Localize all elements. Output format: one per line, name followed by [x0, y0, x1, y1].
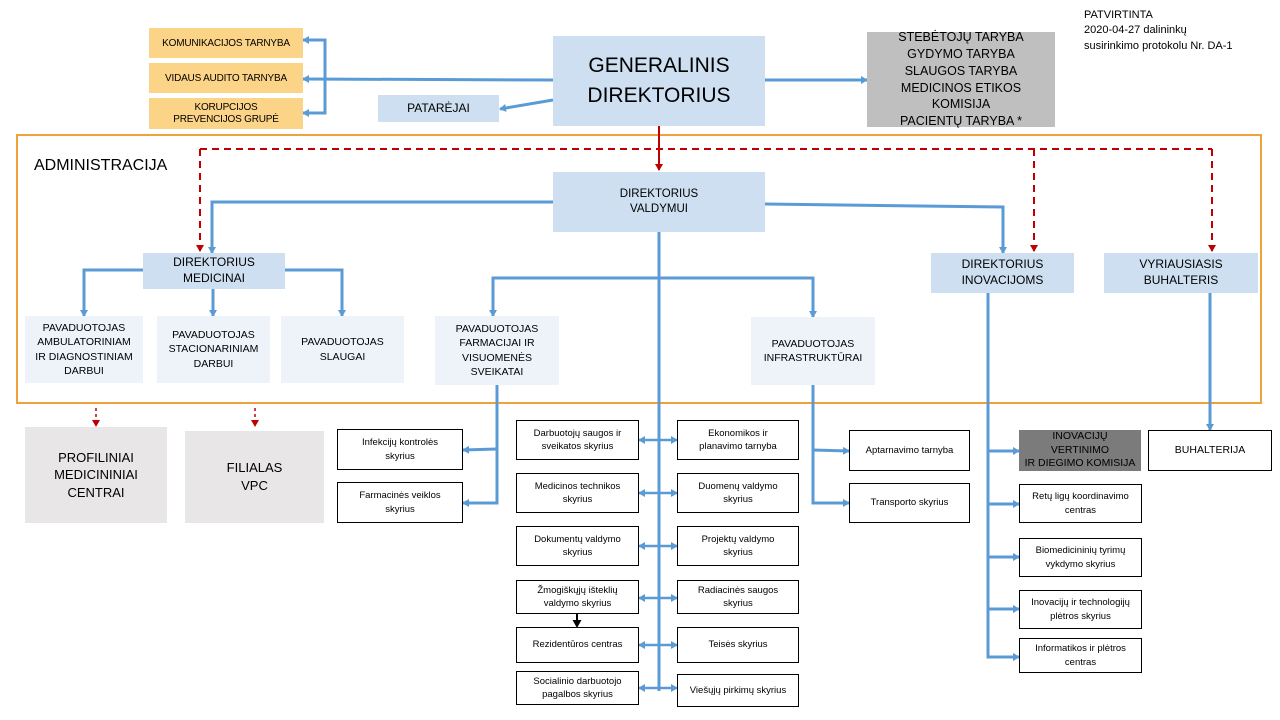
box-patarejai: PATARĖJAI: [378, 95, 499, 122]
line-mgmt-innovation: [764, 202, 1007, 254]
line-gd-korupcijos: [302, 79, 327, 117]
approval-date: 2020-04-27 dalininkų: [1084, 24, 1187, 37]
box-aptarnavimo: Aptarnavimo tarnyba: [849, 430, 970, 471]
box-rezidenturos: Rezidentūros centras: [516, 627, 639, 663]
box-transporto: Transporto skyrius: [849, 483, 970, 523]
box-korupcijos: KORUPCIJOS PREVENCIJOS GRUPĖ: [149, 98, 303, 129]
approval-note: PATVIRTINTA 2020-04-27 dalininkų susirin…: [1084, 8, 1233, 54]
line-gd-komunikacijos: [302, 36, 327, 79]
line-gd-vidaus: [302, 75, 554, 84]
box-komunikacijos: KOMUNIKACIJOS TARNYBA: [149, 28, 303, 58]
line-mgmt-medicine: [208, 200, 553, 254]
line-innov-informatikos: [986, 293, 1020, 661]
box-teises: Teisės skyrius: [677, 627, 799, 663]
box-retu-ligu: Retų ligų koordinavimo centras: [1019, 484, 1142, 523]
box-chief-accountant: VYRIAUSIASIS BUHALTERIS: [1104, 253, 1258, 293]
line-pharm-farmacines: [462, 385, 499, 507]
line-med-nursing: [285, 268, 346, 317]
line-mgmt-infrastructure: [659, 276, 817, 318]
box-deputy-inpatient: PAVADUOTOJAS STACIONARINIAM DARBUI: [157, 316, 270, 383]
approval-protocol: susirinkimo protokolu Nr. DA-1: [1084, 39, 1233, 52]
box-biomedicininiu: Biomedicininių tyrimų vykdymo skyrius: [1019, 538, 1142, 577]
box-inovaciju-komisija: INOVACIJŲ VERTINIMO IR DIEGIMO KOMISIJA: [1019, 430, 1141, 471]
box-deputy-ambulatory: PAVADUOTOJAS AMBULATORINIAM IR DIAGNOSTI…: [25, 316, 143, 383]
box-general-director: GENERALINIS DIREKTORIUS: [553, 36, 765, 126]
box-director-innovation: DIREKTORIUS INOVACIJOMS: [931, 253, 1074, 293]
box-profiliniai: PROFILINIAI MEDICININIAI CENTRAI: [25, 427, 167, 523]
box-darbuotoju: Darbuotojų saugos ir sveikatos skyrius: [516, 420, 639, 460]
approval-title: PATVIRTINTA: [1084, 9, 1153, 21]
box-councils: STEBĖTOJŲ TARYBA GYDYMO TARYBA SLAUGOS T…: [867, 30, 1055, 128]
box-deputy-infrastructure: PAVADUOTOJAS INFRASTRUKTŪRAI: [751, 317, 875, 385]
line-infra-transporto: [811, 385, 850, 507]
box-deputy-nursing: PAVADUOTOJAS SLAUGAI: [281, 316, 404, 383]
box-deputy-pharmacy: PAVADUOTOJAS FARMACIJAI IR VISUOMENĖS SV…: [435, 316, 559, 385]
box-informatikos: Informatikos ir plėtros centras: [1019, 638, 1142, 673]
box-ekonomikos: Ekonomikos ir planavimo tarnyba: [677, 420, 799, 460]
box-zmogiskuju: Žmogiškųjų išteklių valdymo skyrius: [516, 580, 639, 614]
box-buhalterija: BUHALTERIJA: [1148, 430, 1272, 471]
line-mgmt-pharmacy: [489, 276, 659, 317]
box-inovaciju-technologiju: Inovacijų ir technologijų plėtros skyriu…: [1019, 590, 1142, 629]
box-director-medicine: DIREKTORIUS MEDICINAI: [143, 253, 285, 289]
box-filialas: FILIALAS VPC: [185, 431, 324, 523]
box-farmacines: Farmacinės veiklos skyrius: [337, 482, 463, 523]
administration-label: ADMINISTRACIJA: [34, 157, 168, 174]
box-dokumentu: Dokumentų valdymo skyrius: [516, 526, 639, 566]
line-gd-patarejai: [499, 98, 554, 112]
box-duomenu: Duomenų valdymo skyrius: [677, 473, 799, 513]
box-projektu: Projektų valdymo skyrius: [677, 526, 799, 566]
box-socialinio: Socialinio darbuotojo pagalbos skyrius: [516, 671, 639, 705]
box-vidaus-audito: VIDAUS AUDITO TARNYBA: [149, 63, 303, 93]
box-viesuju: Viešųjų pirkimų skyrius: [677, 674, 799, 707]
line-infra-aptarnavimo: [812, 446, 850, 455]
line-pharm-infekciju: [462, 445, 498, 454]
administration-frame: [16, 134, 1262, 404]
box-medicinos-technikos: Medicinos technikos skyrius: [516, 473, 639, 513]
box-radiacines: Radiacinės saugos skyrius: [677, 580, 799, 614]
box-director-management: DIREKTORIUS VALDYMUI: [553, 172, 765, 232]
box-infekciju: Infekcijų kontrolės skyrius: [337, 429, 463, 470]
line-med-ambulatory: [80, 268, 143, 317]
